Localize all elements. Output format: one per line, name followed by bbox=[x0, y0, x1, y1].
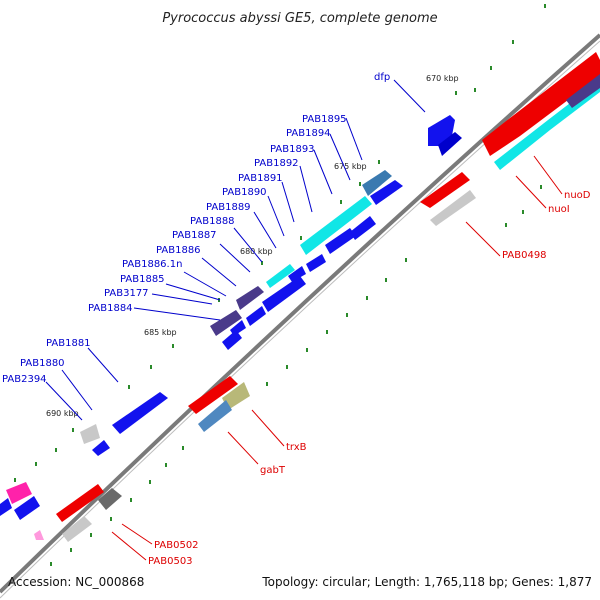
gene-label[interactable]: PAB0498 bbox=[502, 250, 547, 261]
gene-label[interactable]: trxB bbox=[286, 442, 307, 453]
tick-label: 685 kbp bbox=[144, 328, 177, 337]
gene-label[interactable]: dfp bbox=[374, 72, 390, 83]
gene-block[interactable] bbox=[222, 382, 250, 410]
gene-label[interactable]: PAB1890 bbox=[222, 187, 267, 198]
outer-labels: dfp PAB1895 PAB1894 PAB1893 PAB1892 PAB1… bbox=[2, 72, 390, 385]
gene-block[interactable] bbox=[350, 216, 376, 240]
gene-label[interactable]: PAB1891 bbox=[238, 173, 283, 184]
gene-block[interactable] bbox=[56, 484, 104, 522]
gene-block[interactable] bbox=[300, 196, 372, 255]
gene-block[interactable] bbox=[325, 228, 356, 254]
gene-label[interactable]: PAB1887 bbox=[172, 230, 217, 241]
gene-block[interactable] bbox=[246, 306, 266, 326]
gene-block[interactable] bbox=[198, 400, 232, 432]
gene-block[interactable] bbox=[430, 190, 476, 226]
gene-block[interactable] bbox=[288, 266, 306, 282]
leader-lines bbox=[45, 79, 563, 561]
tick-label: 690 kbp bbox=[46, 409, 79, 418]
gene-label[interactable]: gabT bbox=[260, 465, 286, 476]
gene-block[interactable] bbox=[188, 376, 238, 414]
gene-block[interactable] bbox=[62, 516, 92, 542]
gene-block[interactable] bbox=[266, 264, 295, 288]
gene-block[interactable] bbox=[0, 498, 12, 516]
grid-dots bbox=[14, 4, 546, 566]
gene-block[interactable] bbox=[98, 488, 122, 510]
gene-label[interactable]: PAB1889 bbox=[206, 202, 251, 213]
gene-label[interactable]: PAB1888 bbox=[190, 216, 235, 227]
summary-text: Topology: circular; Length: 1,765,118 bp… bbox=[261, 575, 592, 589]
gene-block[interactable] bbox=[566, 74, 600, 108]
inner-labels: nuoD nuoI PAB0498 trxB gabT PAB0502 PAB0… bbox=[148, 190, 591, 567]
gene-label[interactable]: PAB1895 bbox=[302, 114, 347, 125]
gene-label[interactable]: PAB1881 bbox=[46, 338, 91, 349]
gene-block[interactable] bbox=[420, 172, 470, 208]
gene-label[interactable]: PAB1880 bbox=[20, 358, 65, 369]
tick-label: 675 kbp bbox=[334, 162, 367, 171]
gene-label[interactable]: PAB1893 bbox=[270, 144, 315, 155]
gene-block[interactable] bbox=[262, 276, 306, 312]
gene-block[interactable] bbox=[362, 170, 392, 196]
gene-block[interactable] bbox=[230, 320, 246, 336]
gene-block[interactable] bbox=[92, 440, 110, 456]
outer-genes bbox=[0, 115, 462, 520]
gene-label[interactable]: PAB1885 bbox=[120, 274, 165, 285]
gene-block[interactable] bbox=[370, 180, 403, 205]
tick-label: 670 kbp bbox=[426, 74, 459, 83]
gene-dfp[interactable] bbox=[428, 115, 462, 156]
accession-text: Accession: NC_000868 bbox=[8, 575, 144, 589]
gene-label[interactable]: nuoI bbox=[548, 204, 570, 215]
inner-genes bbox=[34, 52, 600, 542]
gene-block[interactable] bbox=[306, 254, 326, 272]
page-title: Pyrococcus abyssi GE5, complete genome bbox=[162, 11, 437, 26]
gene-block[interactable] bbox=[112, 392, 168, 434]
ruler-labels: 670 kbp 675 kbp 680 kbp 685 kbp 690 kbp bbox=[46, 74, 459, 418]
gene-label[interactable]: PAB2394 bbox=[2, 374, 47, 385]
gene-label[interactable]: PAB1892 bbox=[254, 158, 299, 169]
gene-label[interactable]: PAB0503 bbox=[148, 556, 193, 567]
gene-label[interactable]: PAB1886.1n bbox=[122, 259, 182, 270]
gene-block[interactable] bbox=[14, 496, 40, 520]
gene-label[interactable]: PAB1884 bbox=[88, 303, 133, 314]
gene-block[interactable] bbox=[482, 52, 600, 156]
gene-block[interactable] bbox=[210, 310, 242, 336]
gene-block[interactable] bbox=[34, 530, 44, 540]
gene-label[interactable]: PAB0502 bbox=[154, 540, 199, 551]
gene-block[interactable] bbox=[222, 330, 242, 350]
gene-label[interactable]: PAB1894 bbox=[286, 128, 331, 139]
gene-block[interactable] bbox=[80, 424, 100, 444]
tick-label: 680 kbp bbox=[240, 247, 273, 256]
gene-label[interactable]: PAB3177 bbox=[104, 288, 149, 299]
gene-block[interactable] bbox=[6, 482, 32, 504]
gene-block[interactable] bbox=[236, 286, 264, 310]
gene-label[interactable]: nuoD bbox=[564, 190, 591, 201]
gene-label[interactable]: PAB1886 bbox=[156, 245, 201, 256]
